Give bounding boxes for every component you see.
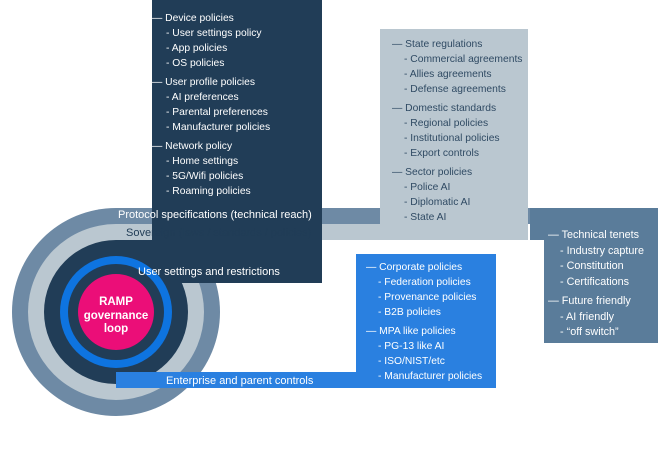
group-item: - State AI [404, 212, 447, 223]
group-title: — Domestic standards [392, 103, 497, 114]
group-item: - App policies [166, 43, 228, 54]
ramp-core [78, 274, 154, 350]
group-item: - PG-13 like AI [378, 341, 445, 352]
group-item: - Manufacturer policies [378, 371, 483, 382]
technical-panel-shape [530, 208, 658, 343]
group-item: - Roaming policies [166, 186, 251, 197]
technical-tenets-panel: — Technical tenets - Industry capture - Co… [548, 228, 644, 341]
group-title: — State regulations [392, 39, 483, 50]
group-title: — Future friendly [548, 295, 631, 307]
group-item: - Police AI [404, 182, 451, 193]
group-item: - AI friendly [560, 310, 615, 323]
group-item: - Allies agreements [404, 69, 492, 80]
corporate-policies-panel: — Corporate policies - Federation policie… [366, 260, 482, 384]
group-item: - Provenance policies [378, 292, 477, 303]
group-item: - Constitution [560, 260, 624, 272]
group-item: - Manufacturer policies [166, 122, 271, 133]
group-item: - 5G/Wifi policies [166, 171, 244, 182]
group-item: - “off switch” [560, 326, 619, 338]
group-item: - Federation policies [378, 277, 471, 288]
group-item: - ISO/NIST/etc [378, 356, 445, 367]
group-item: - Regional policies [404, 118, 489, 129]
enterprise-panel-shape [116, 254, 496, 388]
group-title: — Device policies [152, 13, 234, 24]
group-item: - Parental preferences [166, 107, 268, 118]
group-title: — User profile policies [152, 77, 256, 88]
user-settings-label: User settings and restrictions [138, 266, 280, 278]
group-item: - Defense agreements [404, 84, 506, 95]
group-title: — Corporate policies [366, 262, 463, 273]
state-regulations-panel: — State regulations - Commercial agreemen… [392, 37, 522, 225]
device-policies-panel: — Device policies - User settings policy -… [152, 11, 270, 199]
device-panel-shape [116, 0, 322, 283]
group-title: — Sector policies [392, 167, 473, 178]
group-item: - Institutional policies [404, 133, 500, 144]
group-title: — MPA like policies [366, 326, 456, 337]
group-item: - Export controls [404, 148, 479, 159]
group-title: — Technical tenets [548, 229, 640, 241]
sovereign-band [116, 29, 528, 240]
group-item: - AI preferences [166, 92, 239, 103]
sovereign-label: Sovereign (laws / standards / policies) [126, 227, 312, 239]
enterprise-label: Enterprise and parent controls [166, 375, 314, 387]
group-item: - Diplomatic AI [404, 197, 471, 208]
group-item: - Home settings [166, 156, 239, 167]
group-item: - OS policies [166, 58, 225, 69]
group-item: - Commercial agreements [404, 54, 523, 65]
group-item: - Certifications [560, 275, 629, 288]
group-item: - Industry capture [560, 244, 645, 257]
protocol-label: Protocol specifications (technical reach… [118, 209, 312, 221]
group-title: — Network policy [152, 141, 233, 152]
group-item: - B2B policies [378, 307, 441, 318]
group-item: - User settings policy [166, 28, 262, 39]
